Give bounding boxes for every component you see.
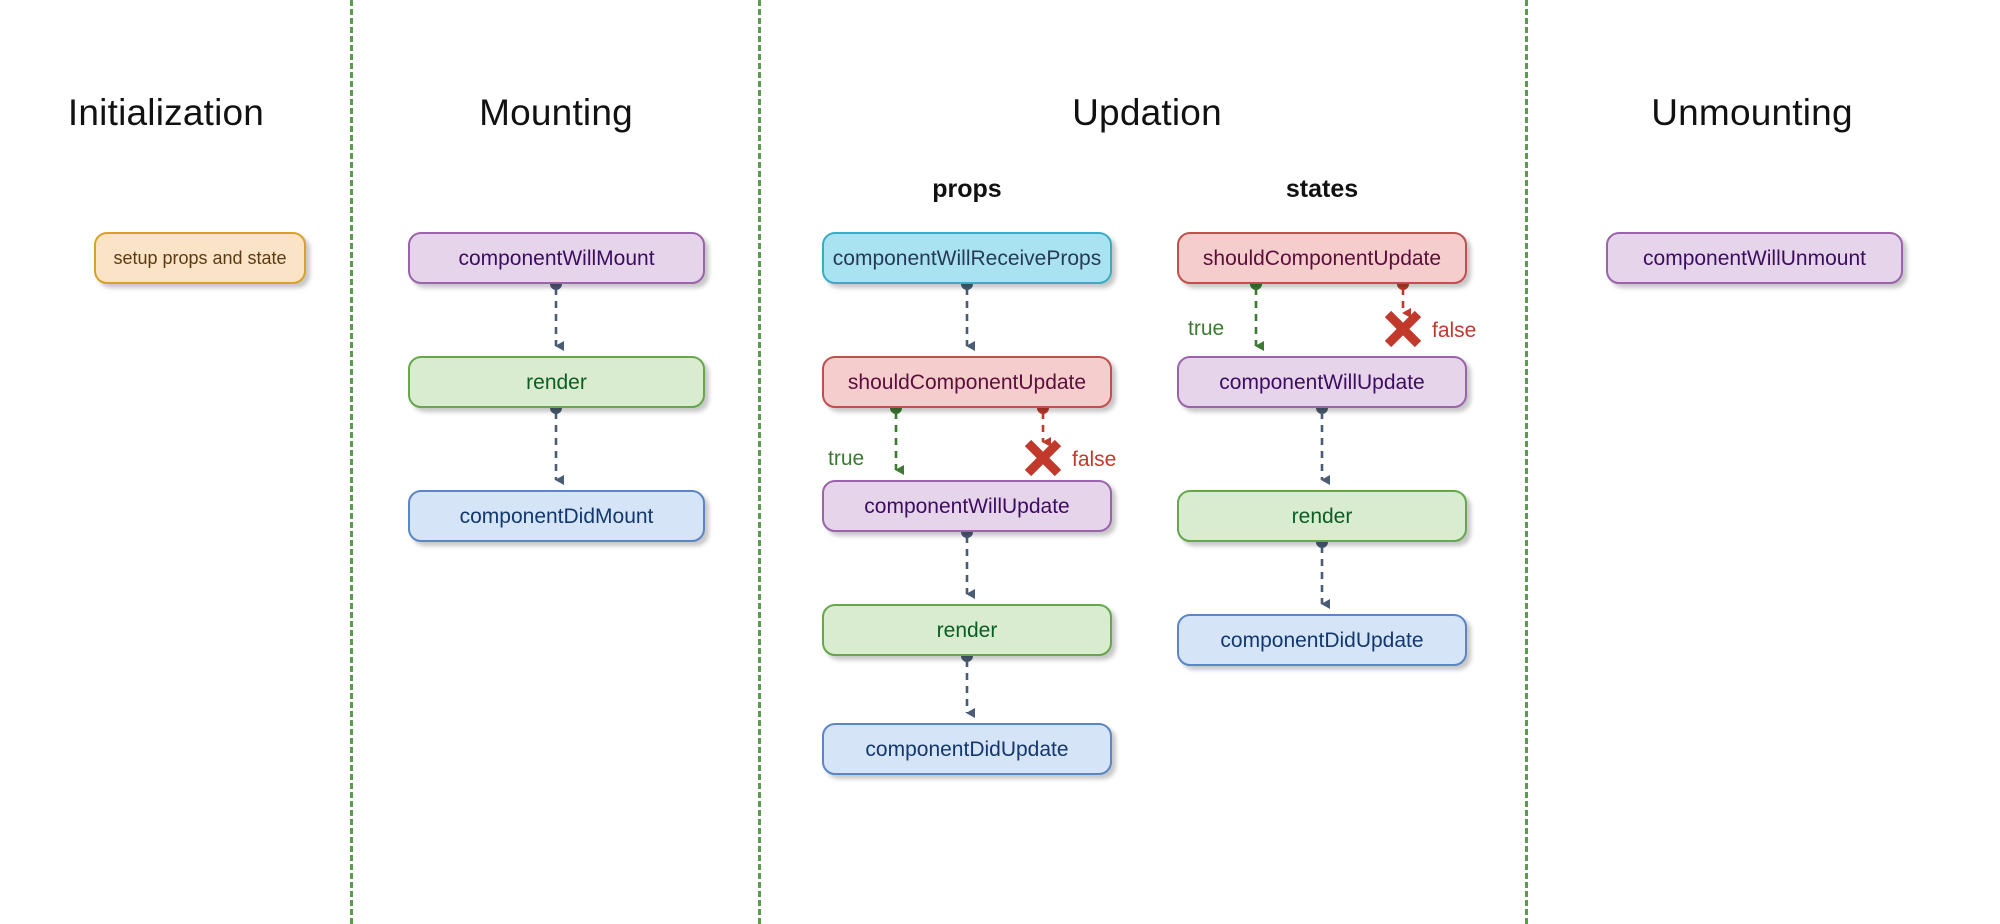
divider-1 (350, 0, 353, 924)
connector-props-willupdate-to-render (961, 526, 975, 599)
branch-label-props-false: false (1072, 448, 1117, 471)
node-component-did-update-props: componentDidUpdate (822, 723, 1112, 775)
connector-props-render-to-didupdate (961, 650, 975, 718)
section-title-unmounting: Unmounting (1651, 92, 1853, 133)
node-component-will-mount: componentWillMount (408, 232, 705, 284)
connector-states-should-false (1384, 278, 1422, 348)
blocked-x-icon (1384, 310, 1422, 348)
node-component-will-update-states: componentWillUpdate (1177, 356, 1467, 408)
connector-mounting-willmount-to-render (550, 278, 564, 351)
sub-title-props: props (932, 175, 1002, 203)
connector-props-should-false (1024, 402, 1062, 477)
connector-states-willupdate-to-render (1316, 402, 1330, 485)
blocked-x-icon (1024, 439, 1062, 477)
node-component-will-update-props: componentWillUpdate (822, 480, 1112, 532)
branch-label-props-true: true (828, 447, 865, 470)
connector-props-receive-to-should (961, 278, 975, 351)
node-should-component-update-states: shouldComponentUpdate (1177, 232, 1467, 284)
sub-title-states: states (1285, 175, 1359, 203)
section-title-updation: Updation (1072, 92, 1222, 133)
node-component-did-update-states: componentDidUpdate (1177, 614, 1467, 666)
connector-states-render-to-didupdate (1316, 536, 1330, 609)
node-should-component-update-props: shouldComponentUpdate (822, 356, 1112, 408)
section-title-mounting: Mounting (479, 92, 633, 133)
node-render-mounting: render (408, 356, 705, 408)
divider-3 (1525, 0, 1528, 924)
node-component-did-mount: componentDidMount (408, 490, 705, 542)
node-setup-props-and-state: setup props and state (94, 232, 306, 284)
connector-mounting-render-to-didmount (550, 402, 564, 485)
node-component-will-receive-props: componentWillReceiveProps (822, 232, 1112, 284)
connector-props-should-true (890, 402, 904, 475)
section-title-initialization: Initialization (67, 92, 265, 133)
connector-states-should-true (1250, 278, 1264, 351)
node-render-props: render (822, 604, 1112, 656)
divider-2 (758, 0, 761, 924)
branch-label-states-true: true (1188, 317, 1225, 340)
node-render-states: render (1177, 490, 1467, 542)
node-component-will-unmount: componentWillUnmount (1606, 232, 1903, 284)
branch-label-states-false: false (1432, 319, 1477, 342)
